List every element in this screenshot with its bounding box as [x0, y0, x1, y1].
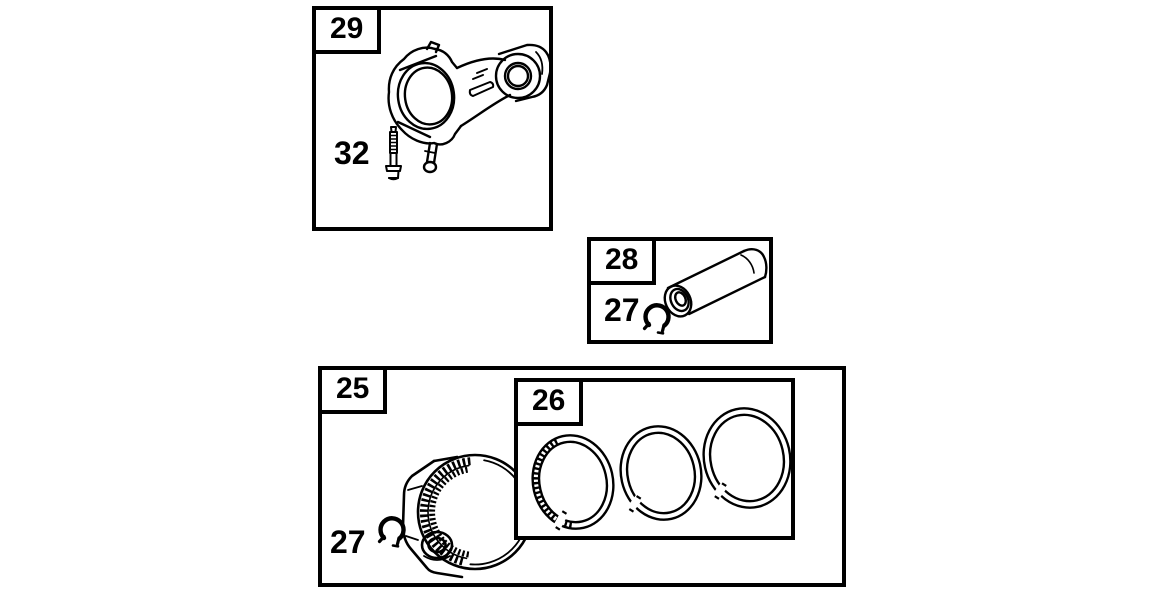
oil-ring	[531, 434, 615, 534]
piston-ring-set-icon	[531, 407, 792, 534]
pin-retaining-ring-icon	[377, 516, 406, 548]
rod-bolt-icon	[385, 126, 402, 181]
part-group-connecting-rod: 29	[312, 6, 553, 231]
part-group-piston-pin: 28 27	[587, 237, 773, 344]
part-number-tag-29: 29	[312, 6, 382, 54]
connecting-rod-icon	[387, 40, 552, 174]
pin-retaining-ring-icon	[642, 303, 671, 335]
part-number-tag-26: 26	[514, 378, 584, 426]
callout-label-32: 32	[334, 135, 370, 171]
compression-ring	[702, 407, 792, 509]
callout-label-27: 27	[604, 292, 640, 328]
part-group-piston: 25 27 2	[318, 366, 846, 587]
part-number-tag-25: 25	[318, 366, 388, 414]
part-number-tag-28: 28	[587, 237, 657, 285]
piston-icon	[401, 453, 534, 579]
compression-ring	[619, 425, 703, 521]
piston-pin-icon	[663, 248, 768, 318]
callout-label-27: 27	[330, 524, 366, 560]
part-group-ring-set: 26	[514, 378, 795, 540]
